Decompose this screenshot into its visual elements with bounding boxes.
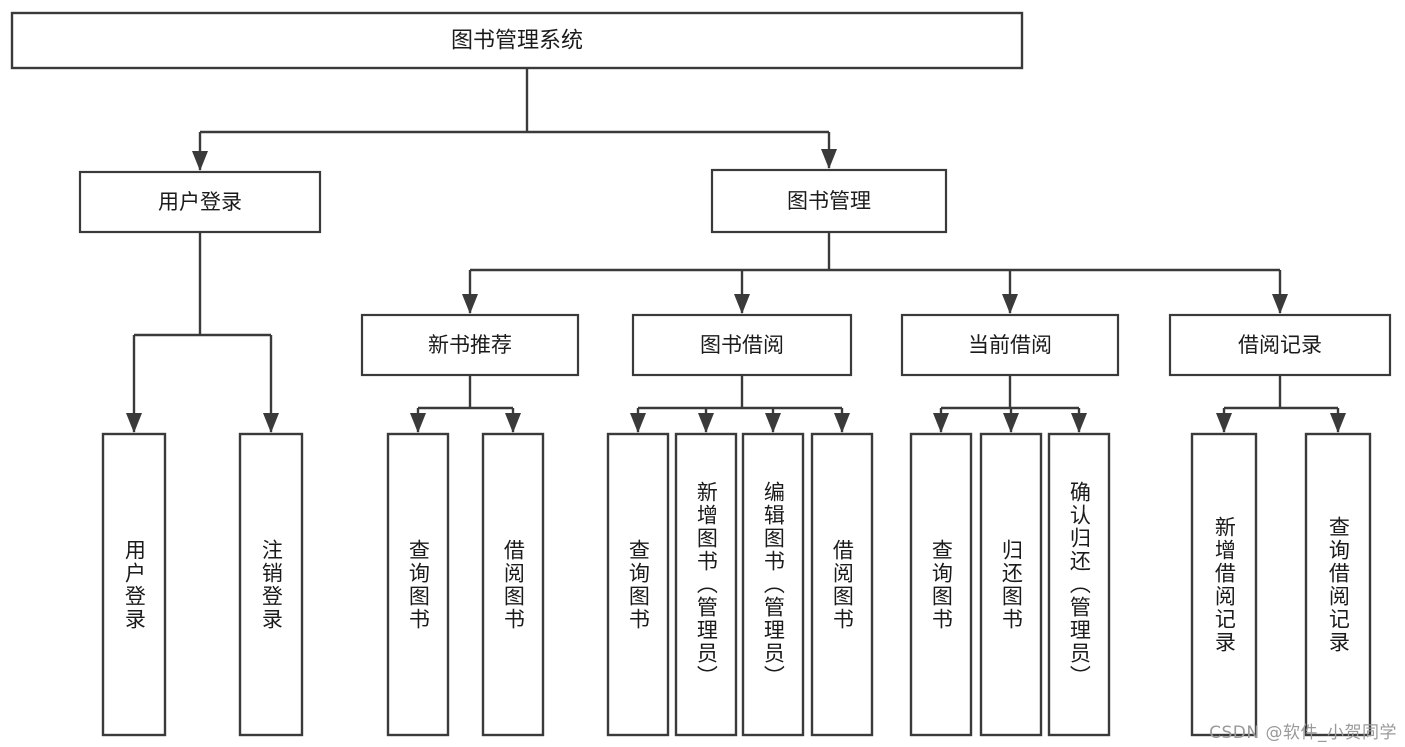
node-label-user-login: 用户登录	[158, 190, 242, 214]
arrow-bookmanage-to-current-borrow	[1002, 294, 1018, 314]
node-box-root[interactable]	[10, 11, 1024, 70]
node-box-current-borrow[interactable]	[900, 313, 1120, 377]
node-box-leaf-confirm-return[interactable]	[1047, 432, 1111, 737]
node-label-book-borrow: 图书借阅	[700, 333, 784, 357]
node-box-leaf-add-book[interactable]	[674, 432, 738, 737]
node-box-leaf-user-login[interactable]	[101, 432, 167, 737]
node-box-book-manage[interactable]	[710, 168, 948, 234]
node-box-borrow-record[interactable]	[1168, 313, 1392, 377]
arrow-book-borrow-to-leaf-query-book-borrow	[630, 413, 646, 433]
arrow-root-to-book-manage	[821, 149, 837, 169]
arrow-root-to-user-login	[192, 151, 208, 171]
node-label-book-manage: 图书管理	[787, 189, 871, 213]
arrow-borrow-record-to-leaf-query-borrow-record	[1330, 413, 1346, 433]
node-box-leaf-user-logout[interactable]	[238, 432, 304, 737]
node-box-leaf-query-book-borrow[interactable]	[606, 432, 670, 737]
node-label-root: 图书管理系统	[451, 29, 583, 54]
arrow-book-borrow-to-leaf-edit-book	[765, 413, 781, 433]
node-box-user-login[interactable]	[78, 170, 322, 234]
node-box-leaf-query-book-current[interactable]	[909, 432, 973, 737]
node-box-leaf-return-book[interactable]	[979, 432, 1043, 737]
node-label-current-borrow: 当前借阅	[968, 333, 1052, 357]
node-box-leaf-borrow-book-recommend[interactable]	[481, 432, 545, 737]
node-box-book-borrow[interactable]	[631, 313, 853, 377]
arrow-new-book-recommend-to-leaf-borrow-book-recommend	[505, 413, 521, 433]
arrow-new-book-recommend-to-leaf-query-book-recommend	[410, 413, 426, 433]
arrow-book-borrow-to-leaf-add-book	[698, 413, 714, 433]
arrow-current-borrow-to-leaf-confirm-return	[1071, 413, 1087, 433]
node-box-leaf-borrow-book[interactable]	[810, 432, 874, 737]
arrow-bookmanage-to-borrow-record	[1272, 294, 1288, 314]
node-box-leaf-query-borrow-record[interactable]	[1304, 432, 1372, 737]
arrow-book-borrow-to-leaf-borrow-book	[834, 413, 850, 433]
node-box-leaf-edit-book[interactable]	[741, 432, 805, 737]
arrow-bookmanage-to-book-borrow	[734, 294, 750, 314]
node-boxes-layer	[10, 11, 1392, 737]
arrow-borrow-record-to-leaf-add-borrow-record	[1216, 413, 1232, 433]
arrow-current-borrow-to-leaf-query-book-current	[933, 413, 949, 433]
connectors-layer	[126, 68, 1346, 433]
node-label-new-book-recommend: 新书推荐	[428, 333, 512, 357]
watermark-text: CSDN @软件_小贺同学	[1209, 723, 1397, 743]
arrow-user-login-to-leaf-user-login	[126, 413, 142, 433]
node-box-leaf-query-book-recommend[interactable]	[386, 432, 450, 737]
arrow-current-borrow-to-leaf-return-book	[1003, 413, 1019, 433]
node-box-leaf-add-borrow-record[interactable]	[1190, 432, 1258, 737]
arrow-user-login-to-leaf-user-logout	[263, 413, 279, 433]
node-label-borrow-record: 借阅记录	[1238, 333, 1322, 357]
node-box-new-book-recommend[interactable]	[360, 313, 580, 377]
arrow-bookmanage-to-new-book-recommend	[462, 294, 478, 314]
